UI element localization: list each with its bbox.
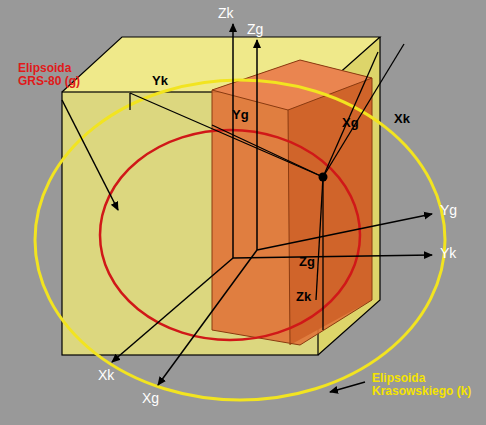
axis-label: Yg <box>440 203 457 218</box>
coordinate-label: Xg <box>342 116 359 130</box>
axis-label: Zk <box>218 6 234 21</box>
axis-label: Xg <box>142 391 159 406</box>
axis-label: Yk <box>440 246 456 261</box>
callout-label: Elipsoida Krasowskiego (k) <box>372 372 482 398</box>
krasowski-cube <box>62 37 380 355</box>
coordinate-label: Zg <box>299 255 315 269</box>
coordinate-label: Yk <box>152 74 168 88</box>
axis-label: Xk <box>98 368 114 383</box>
callout-label: Elipsoida GRS-80 (g) <box>18 62 98 88</box>
coordinate-label: Xk <box>394 112 410 126</box>
callout-leaders <box>62 100 365 392</box>
coordinate-label: Yg <box>232 108 249 122</box>
axes <box>112 24 432 385</box>
projection-lines <box>130 44 404 330</box>
axis-label: Zg <box>247 22 263 37</box>
grs80-ellipse <box>100 130 360 340</box>
krasowski-ellipse <box>35 80 445 400</box>
surface-point <box>319 173 328 182</box>
coordinate-label: Zk <box>296 290 311 304</box>
